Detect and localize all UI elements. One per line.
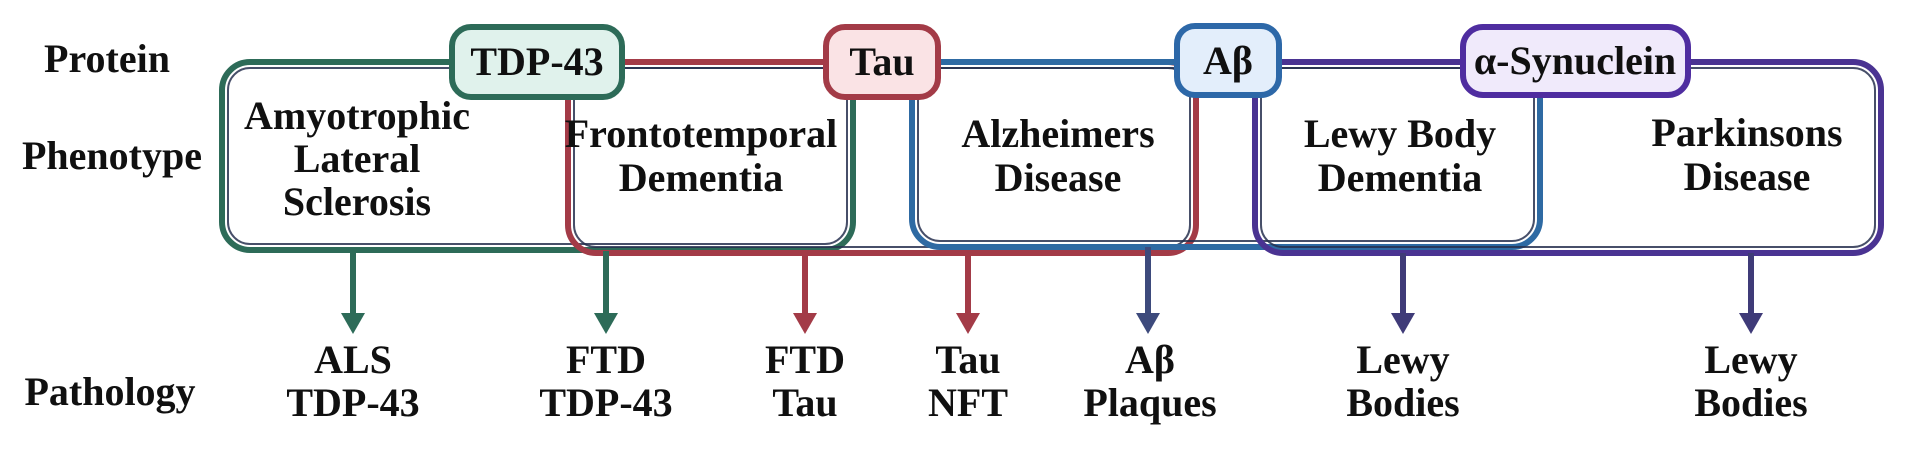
pathology-ftd-tau-line-2: Tau	[772, 380, 838, 425]
phenotype-alzheimers-line-1: Alzheimers	[961, 111, 1155, 156]
pathology-abeta-plaques-line-1: Aβ	[1125, 337, 1175, 382]
pathology-lewy-bodies-1-line-1: Lewy	[1356, 337, 1450, 382]
protein-pill-tdp43-label: TDP-43	[470, 39, 604, 84]
pathology-ftd-tau-line-1: FTD	[765, 337, 845, 382]
pathology-tau-nft-line-2: NFT	[928, 380, 1008, 425]
row-label-phenotype: Phenotype	[22, 133, 202, 178]
protein-pill-tdp43-shape	[449, 24, 625, 100]
protein-pill-abeta-shape	[1174, 23, 1282, 98]
pathology-lewy-bodies-2-line-1: Lewy	[1704, 337, 1798, 382]
arrow-tau-nft-head	[956, 313, 980, 334]
pathology-ftd-tdp43-line-1: FTD	[566, 337, 646, 382]
arrow-lewy-bodies-2-head	[1739, 313, 1763, 334]
phenotype-lewy-body-dementia-line-2: Dementia	[1317, 155, 1483, 200]
protein-pill-asynuclein-shape	[1460, 24, 1691, 98]
pathology-tau-nft-line-1: Tau	[935, 337, 1001, 382]
pathology-lewy-bodies-2-line-2: Bodies	[1694, 380, 1808, 425]
protein-pill-tau-label: Tau	[849, 39, 915, 84]
protein-pill-asynuclein-label: α-Synuclein	[1473, 38, 1677, 83]
pathology-als-tdp43-line-2: TDP-43	[286, 380, 420, 425]
arrow-lewy-bodies-1-head	[1391, 313, 1415, 334]
row-label-protein: Protein	[44, 36, 170, 81]
phenotype-lewy-body-dementia-line-1: Lewy Body	[1303, 111, 1497, 156]
arrow-abeta-plaques-head	[1136, 313, 1160, 334]
arrow-ftd-tdp43-head	[594, 313, 618, 334]
row-label-pathology: Pathology	[24, 369, 196, 414]
phenotype-ftd-line-2: Dementia	[618, 155, 784, 200]
protein-pill-tau-shape	[823, 24, 941, 100]
phenotype-als-line-2: Lateral	[293, 136, 421, 181]
phenotype-als-line-3: Sclerosis	[282, 179, 432, 224]
arrow-ftd-tau-head	[793, 313, 817, 334]
pathology-ftd-tdp43-line-2: TDP-43	[539, 380, 673, 425]
pathology-abeta-plaques-line-2: Plaques	[1083, 380, 1217, 425]
phenotype-alzheimers-line-2: Disease	[994, 155, 1122, 200]
phenotype-ftd-line-1: Frontotemporal	[564, 111, 838, 156]
pathology-lewy-bodies-1-line-2: Bodies	[1346, 380, 1460, 425]
protein-pill-abeta-label: Aβ	[1203, 38, 1253, 83]
phenotype-als-line-1: Amyotrophic	[244, 93, 470, 138]
phenotype-parkinsons-line-1: Parkinsons	[1651, 110, 1843, 155]
arrow-als-tdp43-head	[341, 313, 365, 334]
phenotype-parkinsons-line-2: Disease	[1683, 154, 1811, 199]
pathology-als-tdp43-line-1: ALS	[314, 337, 392, 382]
